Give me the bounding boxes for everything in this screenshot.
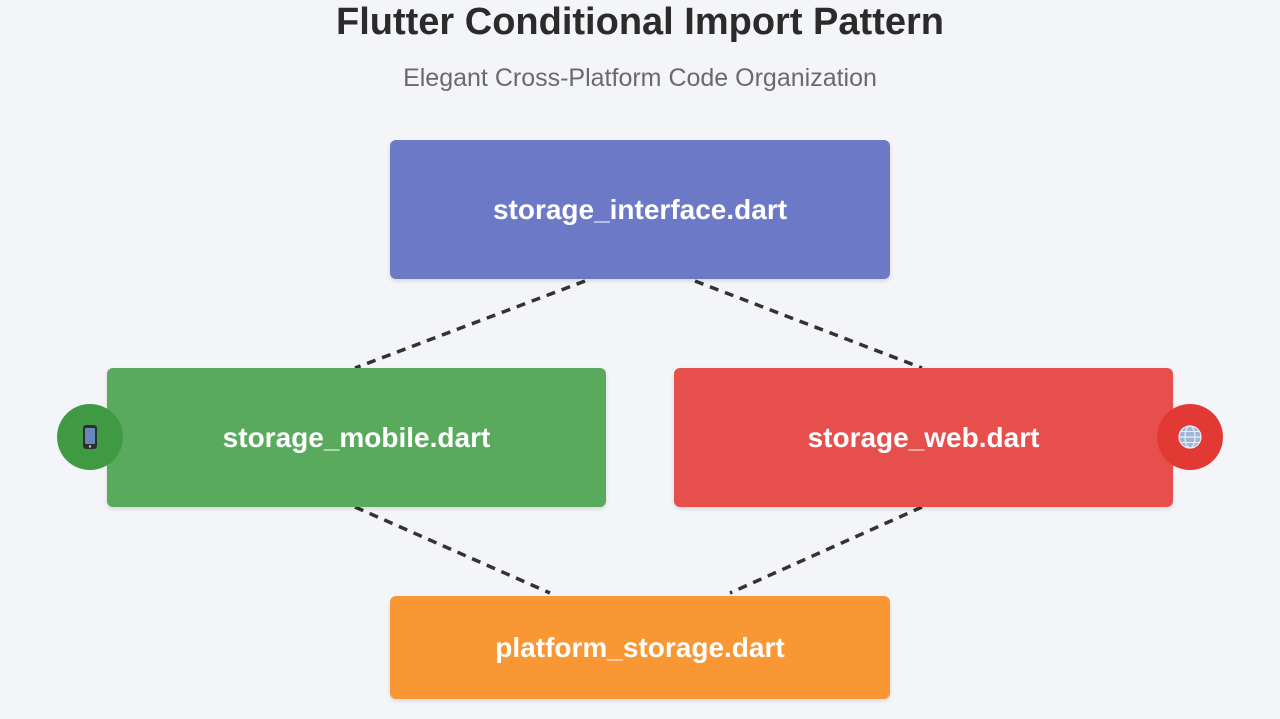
diagram-title: Flutter Conditional Import Pattern: [336, 1, 944, 43]
connector-interface-to-web: [694, 279, 923, 370]
node-storage-web: storage_web.dart: [674, 368, 1173, 507]
globe-icon: [1178, 425, 1202, 449]
mobile-badge: [57, 404, 123, 470]
node-storage-web-label: storage_web.dart: [807, 421, 1040, 453]
node-storage-interface: storage_interface.dart: [390, 140, 890, 279]
mobile-phone-icon: [83, 425, 97, 449]
connector-mobile-to-platform: [354, 505, 551, 595]
node-storage-interface-label: storage_interface.dart: [492, 193, 788, 225]
connector-interface-to-mobile: [354, 279, 586, 370]
node-storage-mobile: storage_mobile.dart: [107, 368, 606, 507]
diagram-subtitle: Elegant Cross-Platform Code Organization: [403, 64, 877, 92]
node-storage-mobile-label: storage_mobile.dart: [222, 421, 491, 453]
web-badge: [1157, 404, 1223, 470]
connector-web-to-platform: [729, 505, 923, 595]
node-platform-storage: platform_storage.dart: [390, 596, 890, 699]
node-platform-storage-label: platform_storage.dart: [495, 631, 785, 663]
